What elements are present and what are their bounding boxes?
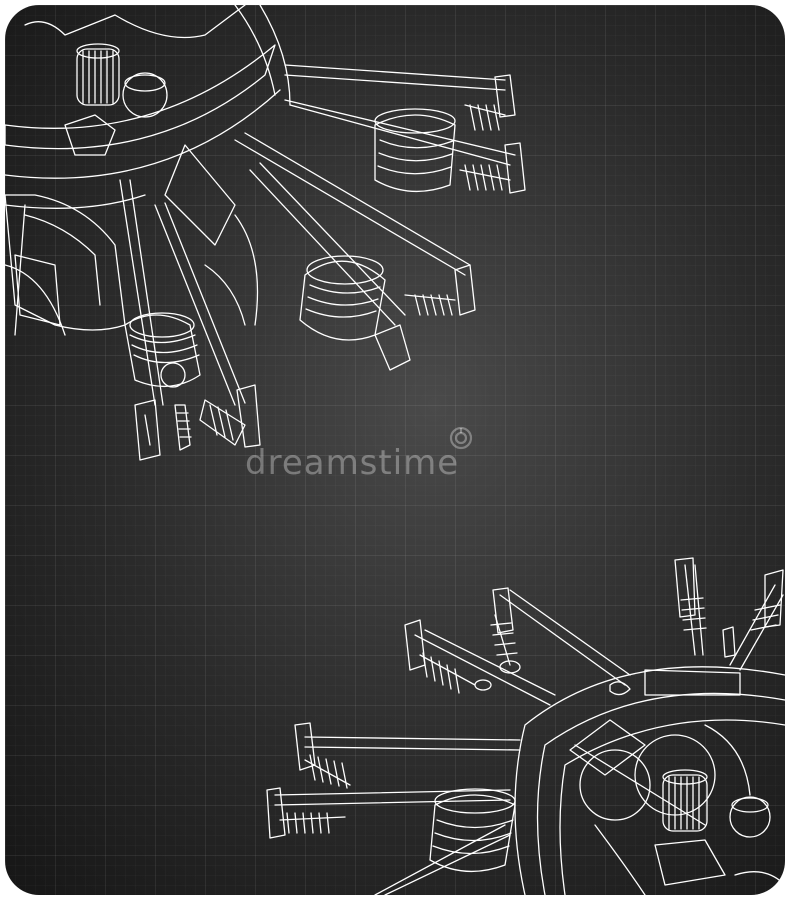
blueprint-card: dreamstime (5, 5, 785, 895)
watermark-text: dreamstime (245, 443, 460, 483)
watermark-logo-icon (449, 426, 473, 450)
grid-paper (5, 5, 785, 895)
engine-drawing-top-left (5, 5, 526, 461)
engine-drawing-bottom-right (266, 557, 785, 895)
